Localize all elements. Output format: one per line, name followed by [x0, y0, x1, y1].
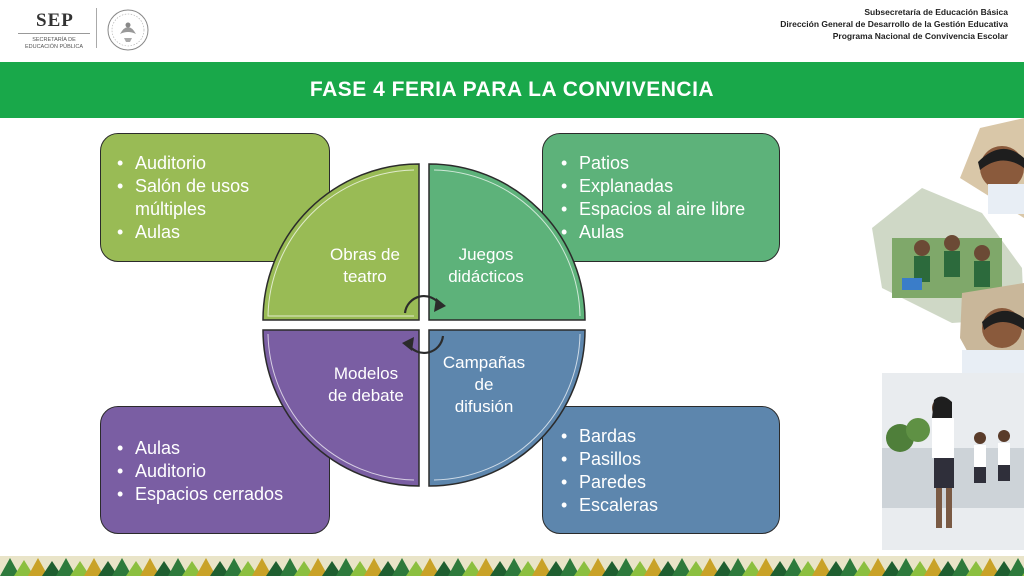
list-item: Aulas [113, 221, 319, 244]
box-bottom-left-list: Aulas Auditorio Espacios cerrados [113, 437, 321, 506]
national-seal-icon [107, 9, 149, 51]
sep-logo-text: SEP [36, 10, 74, 31]
header-line-programa: Programa Nacional de Convivencia Escolar [832, 31, 1008, 41]
quadrant-label-modelos: Modelos de debate [316, 363, 416, 407]
box-top-right-list: Patios Explanadas Espacios al aire libre… [557, 152, 769, 244]
header-line-direccion: Dirección General de Desarrollo de la Ge… [780, 19, 1008, 29]
quadrant-label-juegos: Juegos didácticos [438, 244, 534, 288]
box-bottom-right-list: Bardas Pasillos Paredes Escaleras [557, 425, 769, 517]
quadrant-text: Obras de [330, 245, 400, 264]
box-bottom-right: Bardas Pasillos Paredes Escaleras [542, 406, 780, 534]
quadrant-text: didácticos [448, 267, 524, 286]
list-item: Bardas [557, 425, 769, 448]
quadrant-text: Modelos [333, 364, 399, 383]
list-item: Aulas [557, 221, 769, 244]
quadrant-modelos [262, 329, 420, 487]
sep-subtitle-line1: SECRETARÍA DE [32, 37, 76, 43]
list-item: Auditorio [113, 460, 321, 483]
quadrant-label-campanas: Campañas de difusión [436, 352, 532, 418]
quadrant-text: teatro [343, 267, 387, 286]
box-bottom-left: Aulas Auditorio Espacios cerrados [100, 406, 330, 534]
list-item: Aulas [113, 437, 321, 460]
box-top-right: Patios Explanadas Espacios al aire libre… [542, 133, 780, 262]
list-item: Explanadas [557, 175, 769, 198]
sep-logo-subtitle: SECRETARÍA DE EDUCACIÓN PÚBLICA [12, 37, 96, 51]
list-item: Auditorio [113, 152, 319, 175]
slide-title: FASE 4 FERIA PARA LA CONVIVENCIA [309, 78, 715, 101]
students-photo-collage [872, 118, 1024, 550]
header-institution: Subsecretaría de Educación Básica Direcc… [780, 6, 1008, 42]
quadrant-label-obras: Obras de teatro [320, 244, 410, 288]
list-item: Paredes [557, 471, 769, 494]
logo-divider [96, 8, 97, 48]
sep-subtitle-line2: EDUCACIÓN PÚBLICA [24, 44, 84, 50]
header-line-subsecretaria: Subsecretaría de Educación Básica [864, 7, 1008, 17]
quadrant-obras [262, 163, 420, 321]
list-item: Patios [557, 152, 769, 175]
quadrant-text: de debate [328, 386, 404, 405]
bottom-decorative-band [0, 556, 1024, 576]
quadrant-text: difusión [454, 397, 514, 416]
quadrant-text: Campañas [442, 353, 526, 372]
quadrant-text: Juegos [458, 245, 514, 264]
list-item: Espacios cerrados [113, 483, 321, 506]
title-bar [0, 62, 1024, 118]
quadrant-juegos [428, 163, 586, 321]
list-item: Espacios al aire libre [557, 198, 769, 221]
box-top-left: Auditorio Salón de usos múltiples Aulas [100, 133, 330, 262]
sep-logo: SEP SECRETARÍA DE EDUCACIÓN PÚBLICA [12, 6, 152, 52]
sep-logo-rule [18, 33, 90, 34]
quadrant-campanas [428, 329, 586, 487]
quadrant-text: de [474, 375, 494, 394]
list-item: Escaleras [557, 494, 769, 517]
list-item: Salón de usos múltiples [113, 175, 270, 221]
box-top-left-list: Auditorio Salón de usos múltiples Aulas [113, 152, 319, 244]
list-item: Pasillos [557, 448, 769, 471]
